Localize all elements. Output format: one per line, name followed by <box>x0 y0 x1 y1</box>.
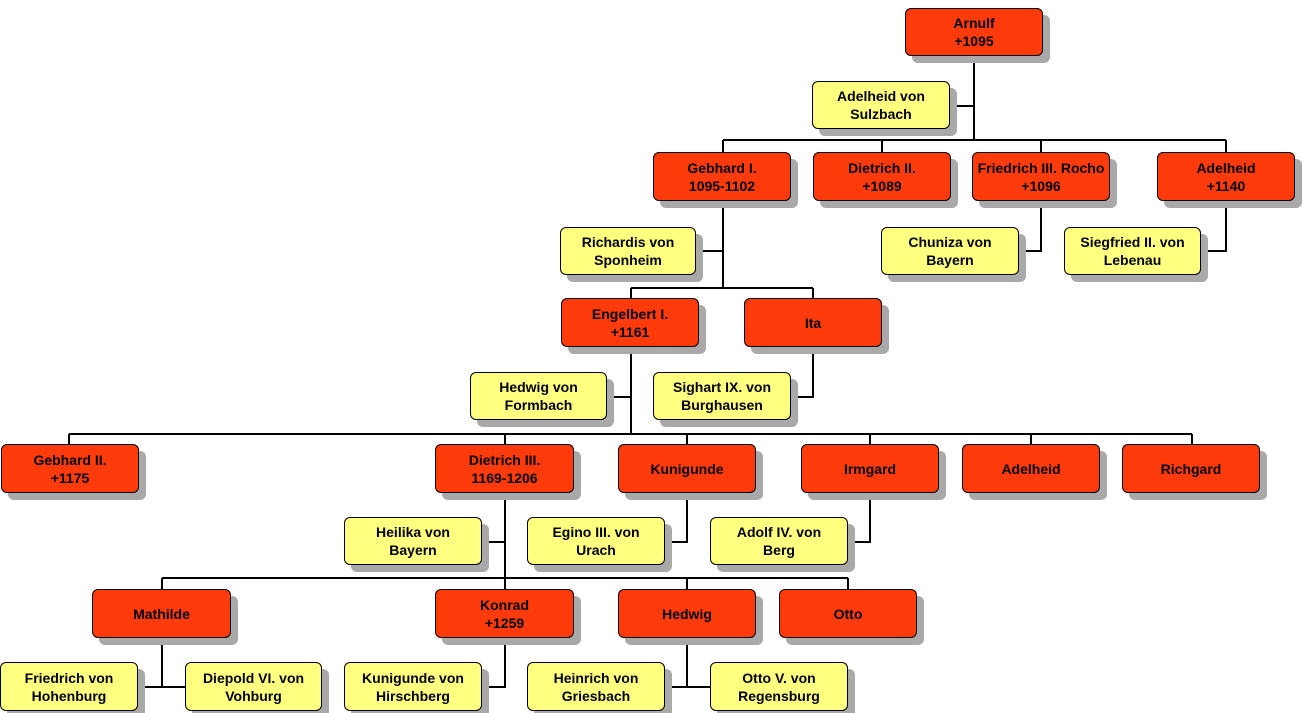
person-name: Dietrich II. <box>848 159 916 176</box>
person-name: Dietrich III. <box>468 451 541 468</box>
person-kunigunde: Kunigunde <box>618 444 756 493</box>
spouse-name-line2: Bayern <box>389 542 437 558</box>
person-name: Adelheid <box>1196 159 1256 176</box>
spouse-name-line1: Heilika von <box>376 524 450 540</box>
spouse-name-line1: Adolf IV. von <box>736 524 822 540</box>
spouse-heilika-von-bayern: Heilika von Bayern <box>344 517 482 565</box>
spouse-name-line2: Griesbach <box>561 687 631 704</box>
person-date: +1175 <box>50 469 90 486</box>
person-name: Adelheid <box>1001 460 1061 477</box>
person-friedrich-iii-rocho: Friedrich III. Rocho +1096 <box>972 152 1110 201</box>
person-otto: Otto <box>779 589 917 638</box>
person-name: Otto <box>833 605 863 622</box>
spouse-name-line2: Urach <box>576 542 616 558</box>
person-date: +1095 <box>954 33 994 49</box>
person-name: Kunigunde <box>650 460 724 477</box>
spouse-sighart-ix-von-burghausen: Sighart IX. von Burghausen <box>653 372 791 420</box>
spouse-name-line2: Sponheim <box>594 252 662 268</box>
person-date: 1095-1102 <box>688 177 756 194</box>
spouse-friedrich-von-hohenburg: Friedrich von Hohenburg <box>0 662 138 711</box>
spouse-name-line2: Berg <box>763 542 795 558</box>
person-adelheid: Adelheid <box>962 444 1100 493</box>
spouse-name-line2: Formbach <box>504 397 573 413</box>
spouse-name-line2: Hohenburg <box>31 687 107 704</box>
person-name: Hedwig <box>662 605 712 622</box>
person-name: Gebhard I. <box>687 159 757 176</box>
spouse-kunigunde-von-hirschberg: Kunigunde von Hirschberg <box>344 662 482 711</box>
spouse-name-line2: Burghausen <box>681 397 763 413</box>
person-name: Gebhard II. <box>33 451 107 468</box>
person-gebhard-i: Gebhard I. 1095-1102 <box>653 152 791 201</box>
spouse-name-line2: Lebenau <box>1103 252 1162 268</box>
person-dietrich-iii: Dietrich III. 1169-1206 <box>435 444 574 493</box>
spouse-hedwig-von-formbach: Hedwig von Formbach <box>470 372 607 420</box>
spouse-name-line2: Bayern <box>926 252 974 268</box>
spouse-name-line1: Sighart IX. von <box>672 379 771 395</box>
person-name: Ita <box>804 314 822 331</box>
spouse-name-line2: Hirschberg <box>376 687 450 704</box>
spouse-name-line2: Sulzbach <box>850 106 912 122</box>
person-date: +1096 <box>1021 177 1061 194</box>
spouse-name-line1: Siegfried II. von <box>1080 234 1185 250</box>
person-arnulf: Arnulf +1095 <box>905 8 1043 56</box>
person-engelbert-i: Engelbert I. +1161 <box>561 298 699 347</box>
person-mathilde: Mathilde <box>92 589 231 638</box>
person-name: Konrad <box>480 596 529 613</box>
person-date: +1259 <box>484 614 525 631</box>
person-name: Richgard <box>1160 460 1222 477</box>
person-name: Mathilde <box>133 605 190 622</box>
spouse-adolf-iv-von-berg: Adolf IV. von Berg <box>710 517 848 565</box>
person-name: Engelbert I. <box>591 305 669 322</box>
spouse-name-line1: Egino III. von <box>552 524 640 540</box>
spouse-name-line1: Friedrich von <box>24 669 114 686</box>
spouse-siegfried-ii-von-lebenau: Siegfried II. von Lebenau <box>1064 227 1201 275</box>
spouse-egino-iii-von-urach: Egino III. von Urach <box>527 517 665 565</box>
spouse-chuniza-von-bayern: Chuniza von Bayern <box>881 227 1019 275</box>
spouse-adelheid-von-sulzbach: Adelheid von Sulzbach <box>812 81 950 129</box>
spouse-name-line1: Kunigunde von <box>362 669 464 686</box>
person-hedwig: Hedwig <box>618 589 756 638</box>
spouse-name-line1: Adelheid von <box>837 88 925 104</box>
person-date: +1140 <box>1206 177 1246 194</box>
person-name: Arnulf <box>953 15 995 31</box>
spouse-richardis-von-sponheim: Richardis von Sponheim <box>560 227 696 275</box>
spouse-diepold-vi-von-vohburg: Diepold VI. von Vohburg <box>185 662 322 711</box>
person-adelheid-1140: Adelheid +1140 <box>1157 152 1295 201</box>
person-konrad: Konrad +1259 <box>435 589 574 638</box>
person-ita: Ita <box>744 298 882 347</box>
spouse-name-line1: Diepold VI. von <box>202 669 305 686</box>
spouse-name-line1: Richardis von <box>581 234 675 250</box>
person-dietrich-ii: Dietrich II. +1089 <box>813 152 951 201</box>
spouse-heinrich-von-griesbach: Heinrich von Griesbach <box>527 662 665 711</box>
spouse-name-line2: Vohburg <box>225 687 282 704</box>
spouse-name-line1: Otto V. von <box>742 669 816 686</box>
person-gebhard-ii: Gebhard II. +1175 <box>1 444 139 493</box>
spouse-otto-v-von-regensburg: Otto V. von Regensburg <box>710 662 848 711</box>
spouse-name-line1: Heinrich von <box>553 669 639 686</box>
person-irmgard: Irmgard <box>801 444 939 493</box>
person-richgard: Richgard <box>1122 444 1260 493</box>
spouse-name-line2: Regensburg <box>738 687 820 704</box>
person-date: 1169-1206 <box>471 469 538 486</box>
person-name: Irmgard <box>843 460 897 477</box>
person-date: +1161 <box>610 323 650 340</box>
spouse-name-line1: Hedwig von <box>499 379 578 395</box>
spouse-name-line1: Chuniza von <box>908 234 992 250</box>
person-name: Friedrich III. Rocho <box>977 159 1105 176</box>
person-date: +1089 <box>862 177 902 194</box>
